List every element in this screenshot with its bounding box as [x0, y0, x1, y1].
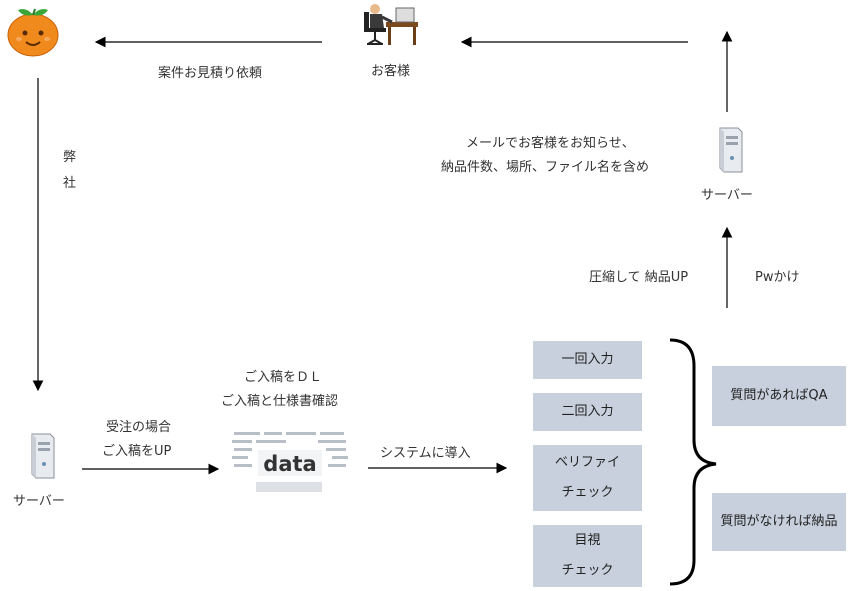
compress-label: 圧縮して 納品UP [589, 270, 689, 285]
our-company-label-1: 弊 [63, 150, 77, 165]
step-first-input: 一回入力 [533, 341, 642, 379]
person-at-desk-icon [364, 4, 418, 45]
order-label-1: 受注の場合 [106, 420, 172, 435]
step-visual-check-label-2: チェック [561, 563, 614, 578]
outcome-has-questions: 質問があればQA [712, 366, 846, 426]
outcome-has-questions-label: 質問があればQA [730, 388, 828, 403]
step-second-input-label: 二回入力 [561, 404, 614, 419]
step-verify: ベリファイ チェック [533, 445, 642, 511]
dl-label-2: ご入稿と仕様書確認 [221, 394, 339, 409]
system-import-label: システムに導入 [380, 446, 471, 461]
server-right [710, 126, 744, 174]
data-text-graphic: data [228, 424, 352, 496]
server-right-label: サーバー [701, 188, 753, 203]
company-logo [4, 2, 62, 58]
notify-label-2: 納品件数、場所、ファイル名を含め [441, 160, 650, 175]
server-icon [31, 433, 55, 479]
step-visual-check-label-1: 目視 [574, 533, 601, 548]
data-image: data [228, 424, 352, 496]
server-left [22, 432, 56, 480]
server-left-label: サーバー [13, 494, 65, 509]
step-visual-check: 目視 チェック [533, 525, 642, 587]
customer-label: お客様 [371, 64, 411, 79]
password-label: Pwかけ [755, 270, 800, 285]
our-company-label-2: 社 [63, 176, 77, 191]
outcome-no-questions: 質問がなければ納品 [712, 493, 846, 551]
step-second-input: 二回入力 [533, 393, 642, 431]
data-word: data [263, 452, 316, 476]
request-quote-label: 案件お見積り依頼 [158, 66, 263, 81]
curly-brace [669, 338, 717, 586]
dl-label-1: ご入稿をＤＬ [244, 370, 323, 385]
customer-figure [358, 2, 420, 46]
server-icon [719, 127, 743, 173]
order-label-2: ご入稿をUP [102, 444, 172, 459]
outcome-no-questions-label: 質問がなければ納品 [720, 514, 838, 529]
step-verify-label-2: チェック [561, 485, 614, 500]
step-first-input-label: 一回入力 [561, 352, 614, 367]
orange-icon [7, 8, 59, 57]
notify-label-1: メールでお客様をお知らせ、 [466, 136, 635, 151]
step-verify-label-1: ベリファイ [554, 455, 620, 470]
